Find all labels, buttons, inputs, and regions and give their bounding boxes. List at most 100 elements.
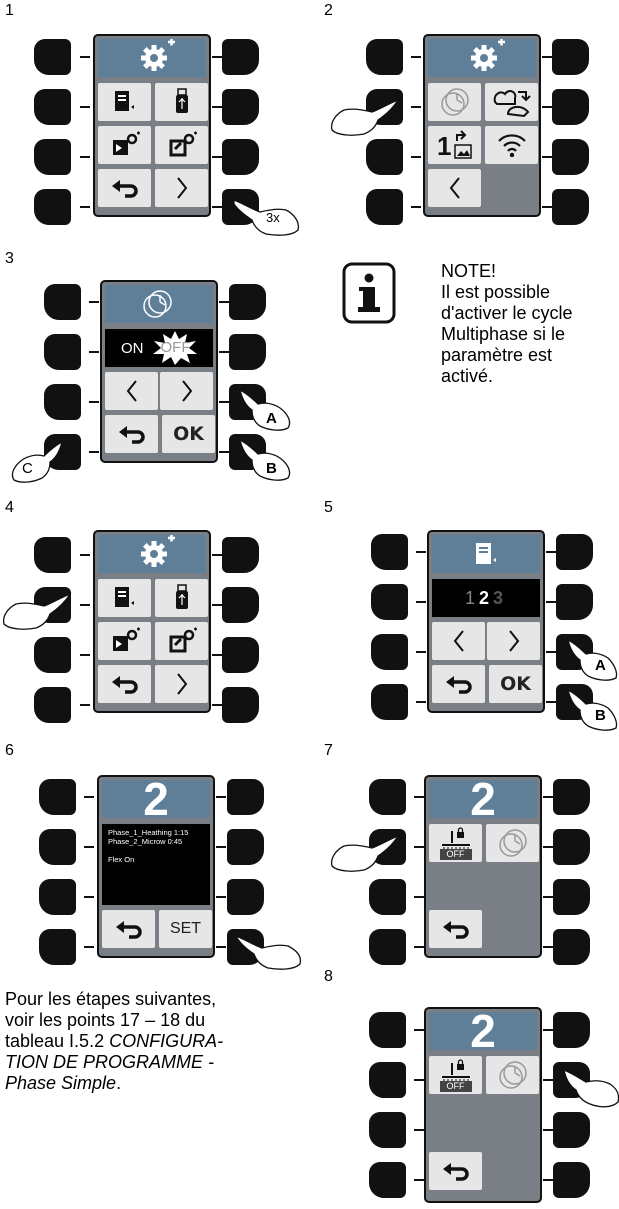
- hw-button-right-2[interactable]: [556, 584, 593, 620]
- hw-button-left-1[interactable]: [34, 537, 71, 573]
- prev-button[interactable]: [432, 622, 485, 660]
- hw-button-right-1[interactable]: [222, 39, 259, 75]
- next-button[interactable]: [487, 622, 540, 660]
- hw-button-left-1[interactable]: [366, 39, 403, 75]
- hw-button-right-1[interactable]: [222, 537, 259, 573]
- label-b: B: [595, 707, 606, 724]
- hw-button-right-3[interactable]: [222, 139, 259, 175]
- hw-button-right-1[interactable]: [556, 534, 593, 570]
- set-button[interactable]: SET: [159, 910, 212, 948]
- hw-button-right-4[interactable]: [222, 687, 259, 723]
- back-button[interactable]: [98, 169, 151, 207]
- import-settings-icon: [169, 627, 197, 653]
- hw-button-left-2[interactable]: [44, 334, 81, 370]
- hw-button-right-3[interactable]: [553, 879, 590, 915]
- hw-button-left-1[interactable]: [369, 1012, 406, 1048]
- hw-button-right-4[interactable]: [553, 1162, 590, 1198]
- hw-button-right-4[interactable]: [553, 929, 590, 965]
- hw-button-right-1[interactable]: [553, 779, 590, 815]
- hw-button-right-2[interactable]: [552, 89, 589, 125]
- para-italic: TION DE PROGRAMME -: [5, 1052, 215, 1072]
- next-button[interactable]: [155, 169, 208, 207]
- chevron-right-icon: [176, 673, 187, 695]
- hw-button-right-1[interactable]: [227, 779, 264, 815]
- hw-button-left-3[interactable]: [366, 139, 403, 175]
- hw-button-left-1[interactable]: [39, 779, 76, 815]
- back-button[interactable]: [432, 665, 485, 703]
- off-label: OFF: [160, 339, 191, 356]
- ok-button[interactable]: OK: [162, 415, 215, 453]
- hw-button-right-2[interactable]: [229, 334, 266, 370]
- control-panel: [93, 530, 211, 713]
- tile-book[interactable]: [98, 83, 151, 121]
- toggle-display[interactable]: ON OFF: [105, 329, 213, 367]
- tile-wifi[interactable]: [485, 126, 538, 164]
- hw-button-left-4[interactable]: [369, 929, 406, 965]
- digit-option: 3: [493, 587, 508, 608]
- tile-clock[interactable]: [428, 83, 481, 121]
- hw-button-left-3[interactable]: [369, 1112, 406, 1148]
- number-selector[interactable]: 1 2 3: [432, 579, 540, 617]
- settings-icon: [471, 39, 505, 71]
- on-label: ON: [121, 339, 144, 357]
- hw-button-left-3[interactable]: [34, 637, 71, 673]
- hw-button-right-2[interactable]: [227, 829, 264, 865]
- hw-button-right-1[interactable]: [552, 39, 589, 75]
- back-button[interactable]: [102, 910, 155, 948]
- back-button[interactable]: [98, 665, 151, 703]
- tile-clock[interactable]: [486, 1056, 539, 1094]
- hw-button-left-2[interactable]: [369, 1062, 406, 1098]
- tile-chef-swap[interactable]: [485, 83, 538, 121]
- hw-button-left-4[interactable]: [369, 1162, 406, 1198]
- lock-icon: [441, 1058, 470, 1081]
- hw-button-right-1[interactable]: [229, 284, 266, 320]
- hw-button-left-1[interactable]: [44, 284, 81, 320]
- hw-button-left-4[interactable]: [371, 684, 408, 720]
- tile-image-one[interactable]: 1: [428, 126, 481, 164]
- hw-button-right-3[interactable]: [553, 1112, 590, 1148]
- hw-button-left-3[interactable]: [34, 139, 71, 175]
- back-button[interactable]: [429, 910, 482, 948]
- hw-button-right-2[interactable]: [553, 829, 590, 865]
- hw-button-right-2[interactable]: [222, 89, 259, 125]
- hw-button-left-3[interactable]: [39, 879, 76, 915]
- hw-button-left-1[interactable]: [371, 534, 408, 570]
- tile-export[interactable]: [98, 126, 151, 164]
- tile-book[interactable]: [98, 579, 151, 617]
- tile-import[interactable]: [155, 622, 208, 660]
- next-button[interactable]: [155, 665, 208, 703]
- tile-lock[interactable]: OFF: [429, 824, 482, 862]
- usb-icon: [175, 88, 188, 113]
- tile-clock[interactable]: [486, 824, 539, 862]
- tile-import[interactable]: [155, 126, 208, 164]
- back-button[interactable]: [429, 1152, 482, 1190]
- hw-button-left-4[interactable]: [34, 687, 71, 723]
- hw-button-left-2[interactable]: [34, 89, 71, 125]
- hw-button-left-4[interactable]: [366, 189, 403, 225]
- clock-icon: [440, 88, 469, 116]
- tile-export[interactable]: [98, 622, 151, 660]
- hw-button-right-3[interactable]: [552, 139, 589, 175]
- hw-button-left-3[interactable]: [369, 879, 406, 915]
- hw-button-right-1[interactable]: [553, 1012, 590, 1048]
- tile-lock[interactable]: OFF: [429, 1056, 482, 1094]
- hw-button-right-3[interactable]: [227, 879, 264, 915]
- hw-button-left-3[interactable]: [371, 634, 408, 670]
- hw-button-left-4[interactable]: [34, 189, 71, 225]
- hw-button-left-1[interactable]: [369, 779, 406, 815]
- hw-button-left-4[interactable]: [39, 929, 76, 965]
- back-button[interactable]: [105, 415, 158, 453]
- prev-button[interactable]: [105, 372, 158, 410]
- hw-button-left-1[interactable]: [34, 39, 71, 75]
- next-button[interactable]: [160, 372, 213, 410]
- prev-button[interactable]: [428, 169, 481, 207]
- hw-button-right-2[interactable]: [222, 587, 259, 623]
- hw-button-left-2[interactable]: [371, 584, 408, 620]
- hw-button-right-3[interactable]: [222, 637, 259, 673]
- hw-button-left-2[interactable]: [39, 829, 76, 865]
- tile-usb[interactable]: [155, 579, 208, 617]
- ok-button[interactable]: OK: [489, 665, 542, 703]
- hw-button-left-3[interactable]: [44, 384, 81, 420]
- hw-button-right-4[interactable]: [552, 189, 589, 225]
- tile-usb[interactable]: [155, 83, 208, 121]
